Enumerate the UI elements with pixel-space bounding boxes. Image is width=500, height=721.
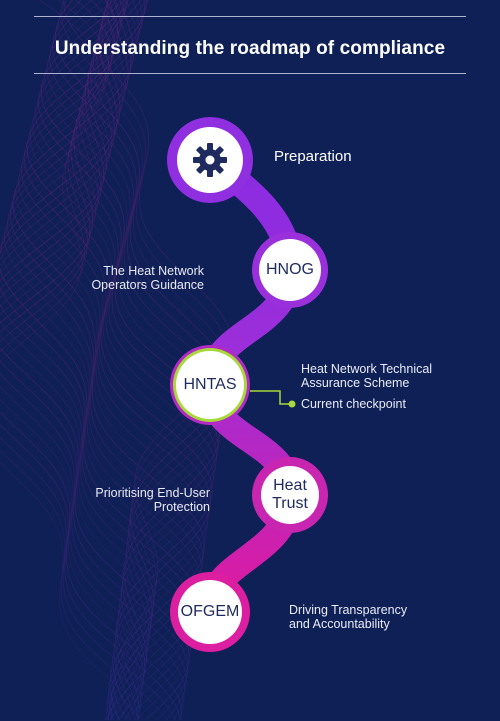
page-title: Understanding the roadmap of compliance <box>54 38 446 59</box>
checkpoint-connector <box>250 390 292 405</box>
heat-trust-description: Prioritising End-User Protection <box>95 486 210 514</box>
ofgem-node-label: OFGEM <box>180 603 240 620</box>
hntas-node: HNTAS <box>176 351 244 419</box>
hntas-description: Heat Network Technical Assurance Scheme <box>301 362 433 390</box>
current-checkpoint-label: Current checkpoint <box>301 397 406 411</box>
heat-trust-node: Heat Trust <box>261 466 319 524</box>
gear-icon <box>193 143 227 177</box>
ofgem-description: Driving Transparency and Accountability <box>289 603 408 631</box>
preparation-label: Preparation <box>274 148 352 165</box>
hnog-description: The Heat Network Operators Guidance <box>91 264 204 292</box>
ofgem-node: OFGEM <box>178 580 242 644</box>
preparation-node <box>177 127 243 193</box>
checkpoint-dot <box>288 400 296 408</box>
top-rule <box>34 16 466 17</box>
heat-trust-node-label: Heat Trust <box>272 477 308 512</box>
title-underline <box>34 73 466 74</box>
hnog-node: HNOG <box>259 239 321 301</box>
hntas-node-label: HNTAS <box>183 376 237 393</box>
hnog-node-label: HNOG <box>266 261 314 278</box>
